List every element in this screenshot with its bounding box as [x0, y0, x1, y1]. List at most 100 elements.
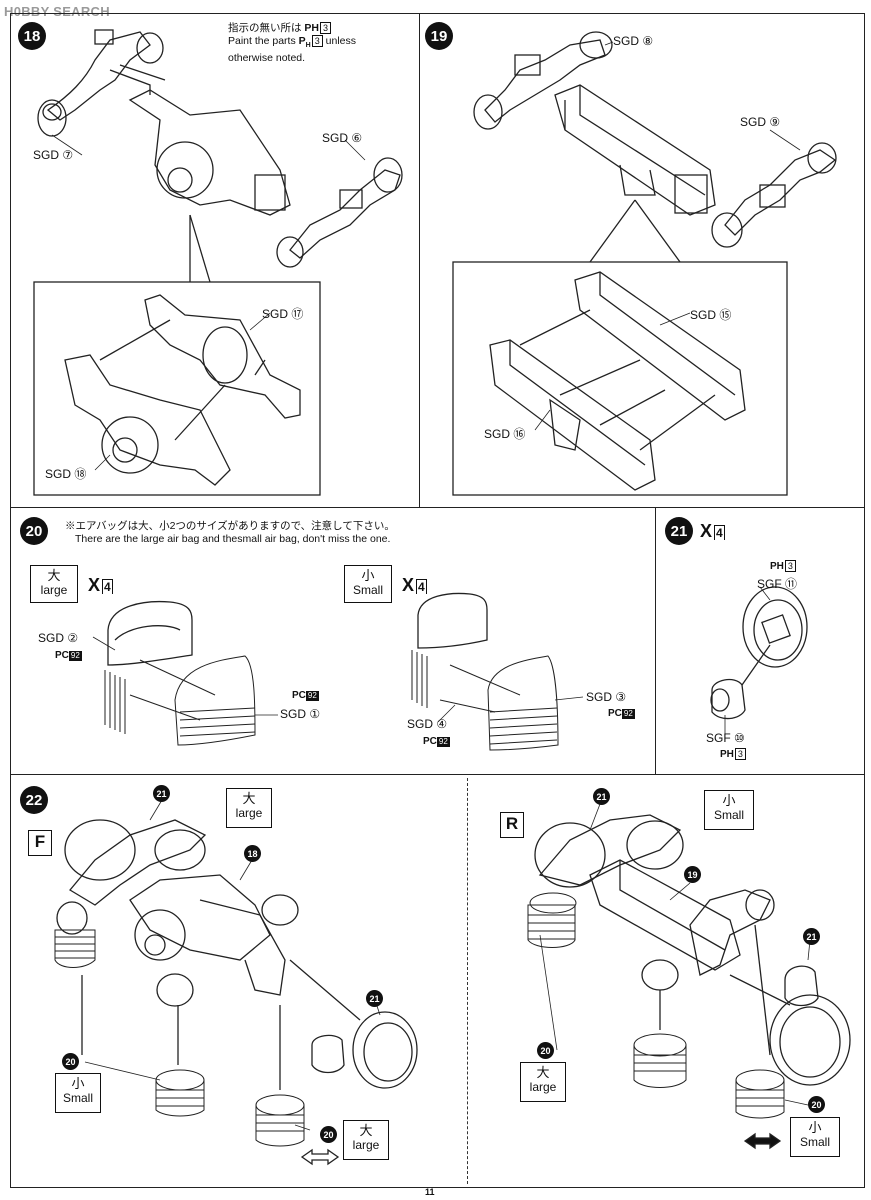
paint-ph3-b-code: PH [720, 749, 734, 760]
step22-number: 22 [20, 786, 48, 814]
step19-left-arm [484, 39, 606, 123]
step20-note-en: There are the large air bag and thesmall… [75, 533, 391, 545]
large-bag-upper-shell [107, 600, 193, 666]
paint-pc92-a-code: PC [55, 650, 69, 661]
paint-ph3-a-num: 3 [784, 560, 796, 572]
paint-pc92-b-num: 92 [305, 691, 319, 701]
front-ref-21-wheel: 21 [366, 990, 383, 1007]
step19-number: 19 [425, 22, 453, 50]
part-sgd-1: SGD ① [280, 707, 321, 721]
rear-large-label: large [529, 1080, 557, 1094]
rear-assembly-drawing [527, 814, 851, 1119]
step18-inset-diff [101, 416, 159, 474]
page-number: 11 [425, 1187, 435, 1197]
step20-large-label: large [40, 583, 68, 597]
step21-number: 21 [665, 517, 693, 545]
part-sgd-16: SGD ⑯ [484, 427, 526, 441]
paint-pc92-c-code: PC [608, 708, 622, 719]
front-large-box-top: 大 large [226, 788, 272, 828]
part-sgd-7: SGD ⑦ [33, 148, 74, 162]
part-sgd-8: SGD ⑧ [613, 34, 654, 48]
paint-ph3-b-num: 3 [734, 748, 746, 760]
front-large-label-top: large [235, 806, 263, 820]
part-sgf-10: SGF ⑩ [706, 731, 745, 745]
step18-differential [156, 141, 214, 199]
front-small-label: Small [62, 1091, 93, 1105]
step20-note-ja: ※エアバッグは大、小2つのサイズがありますので、注意して下さい。 [65, 520, 395, 532]
paint-pc92-c-num: 92 [621, 709, 635, 719]
front-assembly-drawing [54, 819, 418, 1147]
front-large-arrow [300, 1148, 340, 1166]
rear-ref-20-small: 20 [808, 1096, 825, 1113]
front-ref-21-top: 21 [153, 785, 170, 802]
step18-inset-housing-bottom [64, 354, 231, 486]
rear-small-box-top: 小 Small [704, 790, 754, 830]
step18-note-code-num-2: 3 [311, 35, 323, 47]
front-large-kanji-bottom: 大 [359, 1123, 373, 1138]
large-bag-lower-ribbed [104, 655, 256, 746]
front-small-box: 小 Small [55, 1073, 101, 1113]
part-sgd-2: SGD ② [38, 631, 79, 645]
small-bag-upper-shell [417, 592, 488, 649]
step20-large-kanji: 大 [47, 568, 61, 583]
step20-small-count: 4 [416, 579, 427, 594]
step18-wheel-7 [37, 99, 67, 137]
step19-wheel-9 [807, 142, 837, 174]
front-large-kanji-top: 大 [242, 791, 256, 806]
step20-large-x: X [88, 575, 101, 595]
step18-wheel-top [136, 32, 164, 64]
front-ref-20-small: 20 [62, 1053, 79, 1070]
step20-large-box: 大 large [30, 565, 78, 603]
step18-number: 18 [18, 22, 46, 50]
rear-marker: R [500, 812, 524, 838]
paint-ph3-a-code: PH [770, 561, 784, 572]
part-sgd-17: SGD ⑰ [262, 307, 304, 321]
rear-large-kanji: 大 [536, 1065, 550, 1080]
step21-x: X [700, 521, 713, 541]
step18-inset-box [33, 281, 321, 496]
step19-wheel-8 [579, 31, 613, 59]
rear-small-label-bottom: Small [799, 1135, 830, 1149]
step18-note-code-num: 3 [320, 22, 332, 34]
rear-ref-21-top: 21 [593, 788, 610, 805]
rear-ref-21-wheel: 21 [803, 928, 820, 945]
step21-count: 4 [714, 525, 725, 540]
step21-wheel-disc [742, 586, 808, 668]
front-marker: F [28, 830, 52, 856]
part-sgd-6: SGD ⑥ [322, 131, 363, 145]
step18-axle-housing [128, 89, 291, 216]
step20-number: 20 [20, 517, 48, 545]
step19-right-arm [724, 149, 837, 236]
step18-note-en-3: otherwise noted. [228, 52, 306, 65]
part-sgd-18: SGD ⑱ [45, 467, 87, 481]
step19-inset-box [452, 261, 788, 496]
front-ref-18: 18 [244, 845, 261, 862]
part-sgd-3: SGD ③ [586, 690, 627, 704]
step20-small-kanji: 小 [361, 568, 375, 583]
small-bag-lower-ribbed [411, 650, 559, 751]
front-small-kanji: 小 [71, 1076, 85, 1091]
step18-note-en-1: Paint the parts [228, 35, 296, 47]
part-sgd-9: SGD ⑨ [740, 115, 781, 129]
step18-left-arm [46, 31, 151, 121]
step18-wheel-6 [373, 157, 403, 193]
step20-small-label: Small [352, 583, 383, 597]
rear-small-label-top: Small [713, 808, 744, 822]
front-large-box-bottom: 大 large [343, 1120, 389, 1160]
step18-inset-housing-top [144, 294, 301, 419]
rear-small-kanji-top: 小 [722, 793, 736, 808]
paint-pc92-d-num: 92 [436, 737, 450, 747]
front-large-label-bottom: large [352, 1138, 380, 1152]
front-rear-divider [467, 778, 468, 1184]
step22-panel [10, 774, 865, 1188]
rear-small-arrow [743, 1132, 782, 1150]
step18-note-code: PH [304, 22, 320, 34]
